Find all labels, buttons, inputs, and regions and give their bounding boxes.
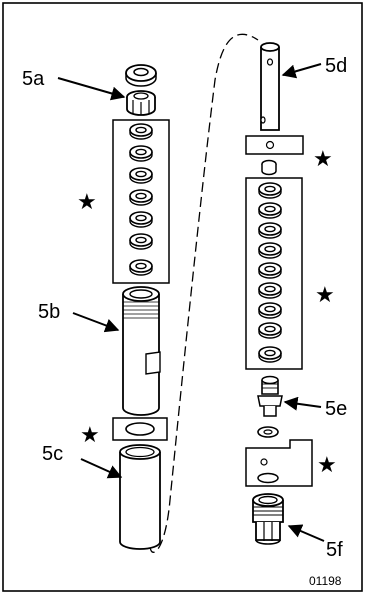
leader-5a xyxy=(57,77,126,101)
packing-ring xyxy=(129,233,153,250)
fitting-5f xyxy=(252,493,284,545)
star-marker: ★ xyxy=(315,283,335,308)
packing-ring xyxy=(258,182,282,199)
guide-hole xyxy=(265,140,275,150)
dashed-connector xyxy=(149,33,259,553)
leader-5c xyxy=(80,458,123,479)
leader-5e xyxy=(283,396,322,411)
packing-ring xyxy=(258,346,282,363)
top-washer xyxy=(125,64,157,87)
small-nut xyxy=(261,159,277,176)
o-ring xyxy=(125,422,155,436)
sleeve-5c xyxy=(119,444,161,550)
star-marker: ★ xyxy=(77,190,97,215)
star-marker: ★ xyxy=(317,453,337,478)
packing-ring xyxy=(129,259,153,276)
packing-ring xyxy=(258,322,282,339)
leader-5b xyxy=(72,312,120,333)
valve-5e xyxy=(257,375,283,417)
leader-5f xyxy=(287,524,325,542)
packing-ring xyxy=(129,145,153,162)
packing-ring xyxy=(129,211,153,228)
packing-ring xyxy=(258,222,282,239)
label-5d: 5d xyxy=(325,55,347,77)
star-marker: ★ xyxy=(313,147,333,172)
packing-ring xyxy=(258,242,282,259)
packing-ring xyxy=(258,282,282,299)
label-5f: 5f xyxy=(326,539,343,561)
packing-ring xyxy=(129,167,153,184)
cylinder-5b xyxy=(122,286,161,416)
packing-ring xyxy=(129,123,153,140)
label-5e: 5e xyxy=(325,398,347,420)
figure-code: 01198 xyxy=(309,574,342,588)
label-5b: 5b xyxy=(38,301,60,323)
label-5c: 5c xyxy=(42,443,63,465)
packing-ring xyxy=(129,189,153,206)
o-ring xyxy=(257,472,279,484)
rod-guide-plate xyxy=(245,135,304,155)
packing-ring xyxy=(258,262,282,279)
nut-5a xyxy=(126,90,156,116)
leader-5d xyxy=(281,63,322,79)
rod-5d xyxy=(260,42,280,131)
packing-ring xyxy=(258,202,282,219)
star-marker: ★ xyxy=(80,423,100,448)
packing-ring xyxy=(258,302,282,319)
label-5a: 5a xyxy=(22,68,45,90)
